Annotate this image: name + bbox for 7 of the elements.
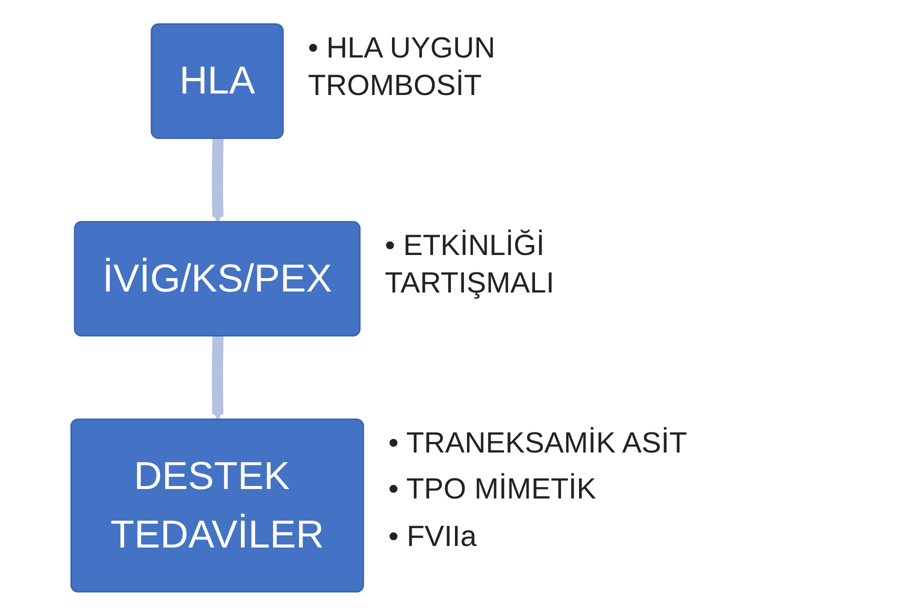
arrow (212, 336, 224, 420)
arrow (212, 138, 224, 222)
note-text: • ETKİNLİĞİ TARTIŞMALI (384, 228, 556, 302)
note-text: • FVIIa (388, 518, 478, 554)
note-text: • TPO MİMETİK (388, 472, 598, 508)
note-text: • TRANEKSAMİK ASİT (388, 426, 688, 462)
note-text: • HLA UYGUN TROMBOSİT (308, 30, 496, 104)
